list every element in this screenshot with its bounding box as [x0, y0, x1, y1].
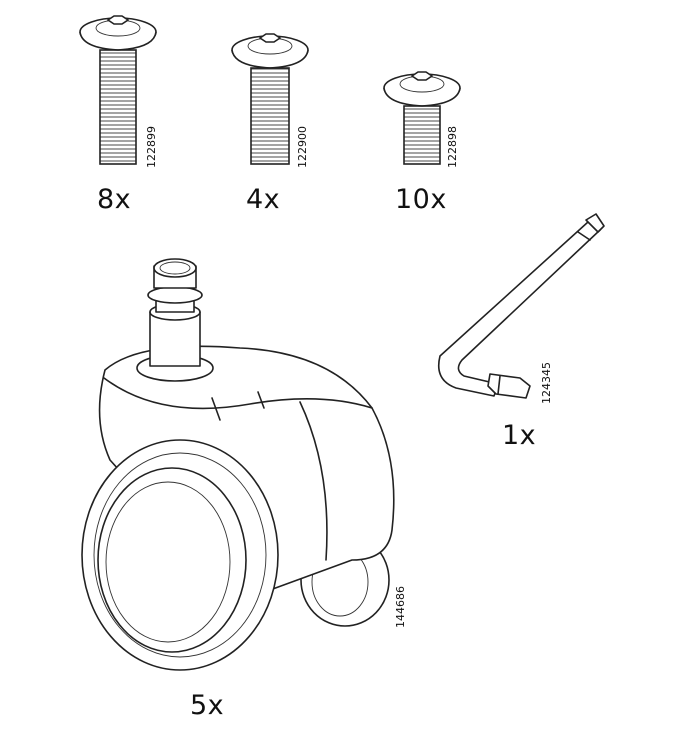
- quantity-122899: 8x: [97, 184, 132, 215]
- quantity-144686: 5x: [190, 690, 225, 721]
- caster-wheel-icon: [81, 258, 395, 671]
- quantity-122898: 10x: [395, 184, 447, 215]
- quantity-122900: 4x: [246, 184, 281, 215]
- part-code-122899: 122899: [145, 126, 158, 168]
- quantity-124345: 1x: [502, 420, 537, 451]
- part-code-122898: 122898: [446, 126, 459, 168]
- long-bolt-icon: [79, 15, 157, 165]
- part-code-124345: 124345: [540, 362, 553, 404]
- part-code-144686: 144686: [394, 586, 407, 628]
- short-bolt-icon: [383, 71, 461, 165]
- medium-bolt-icon: [231, 33, 309, 165]
- part-code-122900: 122900: [296, 126, 309, 168]
- allen-key-icon: [437, 213, 605, 399]
